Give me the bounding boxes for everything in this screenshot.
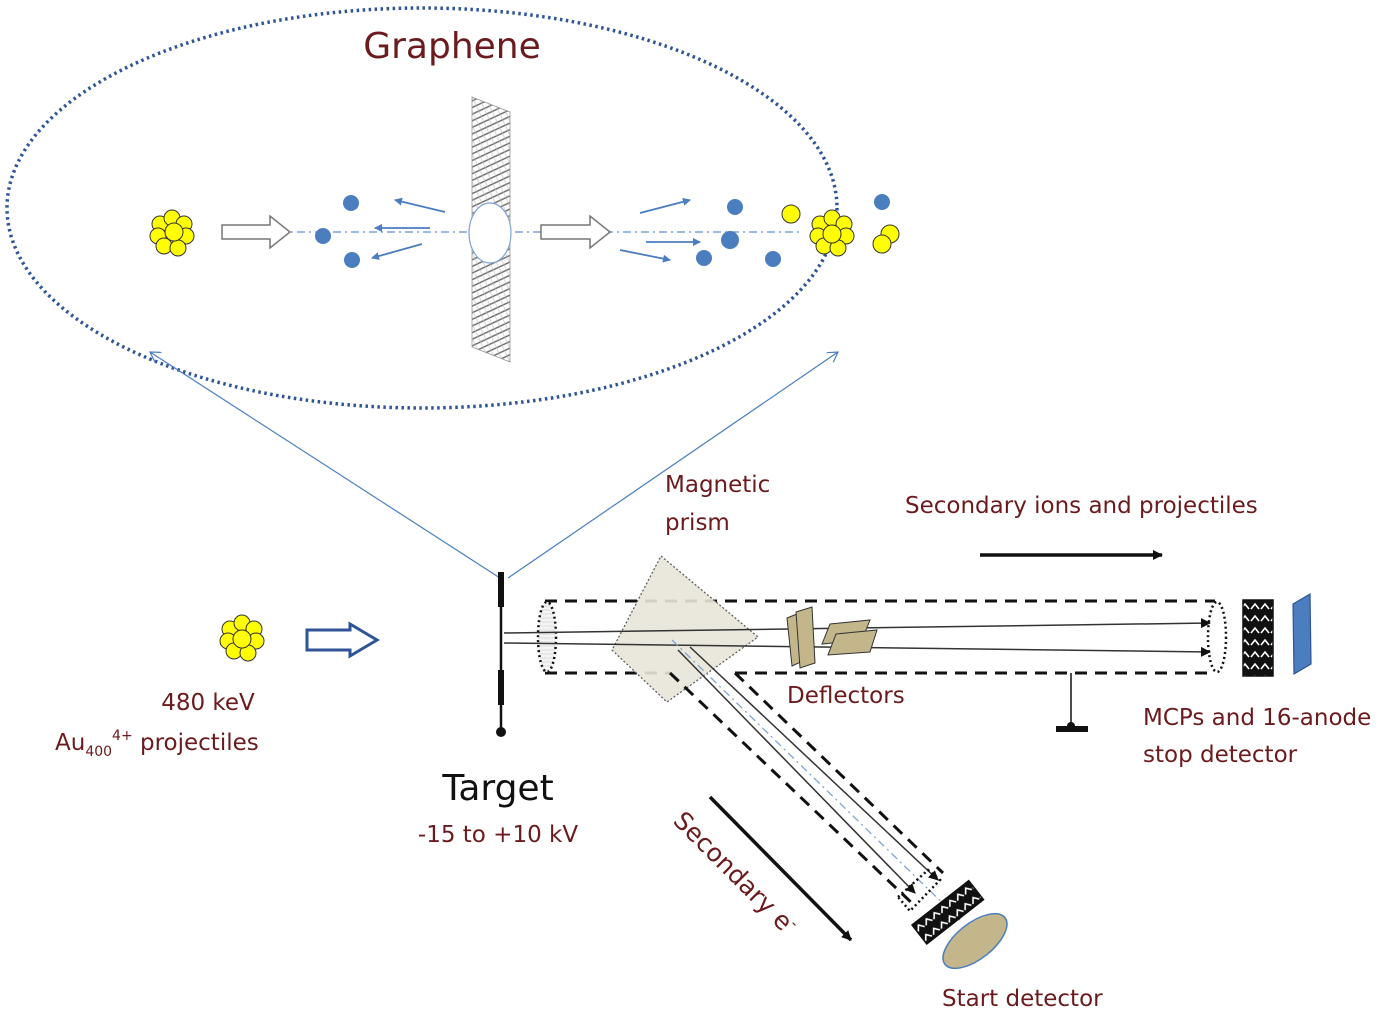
ejection-arrow — [639, 197, 691, 214]
gold-atom — [781, 204, 801, 224]
magnetic-prism-label: Magnetic — [665, 472, 770, 498]
inset-dotted-ellipse — [5, 6, 839, 410]
hollow-arrow-icon — [221, 214, 292, 250]
zoom-line-left — [150, 352, 501, 579]
graphene-inset: Graphene — [5, 6, 900, 410]
ejected-ion — [343, 195, 359, 211]
stop-detector-label: stop detector — [1143, 742, 1298, 768]
magnetic-prism-label: prism — [665, 510, 730, 536]
gold-cluster-icon — [219, 614, 265, 662]
extraction-lens — [536, 600, 558, 674]
ejected-ion — [344, 252, 360, 268]
target-terminal — [496, 727, 506, 737]
start-detector-label: Start detector — [942, 986, 1103, 1012]
start-detector-anode — [942, 912, 1008, 970]
impact-hole — [468, 202, 512, 264]
electron-axis — [671, 639, 961, 921]
electron-trajectory — [677, 649, 916, 894]
deflector-plates — [786, 606, 878, 669]
projectile-energy-label: 480 keV — [161, 690, 255, 716]
ejection-arrow — [371, 243, 423, 260]
gold-atom — [872, 234, 892, 254]
ejected-ion — [721, 231, 739, 249]
ground-symbol-icon — [1056, 722, 1088, 732]
mcp-start-detector — [910, 879, 985, 945]
zoom-line-right — [507, 352, 838, 579]
ejection-arrow — [619, 249, 671, 263]
exit-grid — [1206, 600, 1228, 674]
hollow-arrow-icon — [540, 214, 612, 250]
deflectors-label: Deflectors — [787, 683, 905, 709]
electron-trajectory — [689, 646, 939, 881]
ejected-ion — [696, 250, 712, 266]
ejected-ion — [315, 228, 331, 244]
target-label: Target — [441, 768, 553, 809]
ejected-ion — [727, 199, 743, 215]
gold-cluster-icon — [809, 209, 855, 257]
secondary-electrons-direction-arrow — [708, 795, 853, 942]
projectile-species-label: Au4004+ projectiles — [55, 728, 259, 760]
secondary-ions-label: Secondary ions and projectiles — [905, 493, 1258, 519]
stop-detector-label: MCPs and 16-anode — [1143, 705, 1371, 731]
mcp-stop-detector — [1242, 599, 1274, 677]
inset-title: Graphene — [363, 26, 541, 67]
ejected-ion — [874, 194, 890, 210]
magnetic-prism — [611, 555, 759, 703]
gold-cluster-icon — [149, 209, 195, 257]
ejection-arrow — [394, 197, 446, 213]
target-assembly — [496, 572, 506, 737]
anode-plate — [1292, 592, 1312, 676]
beam-direction-arrow — [305, 621, 380, 659]
target-voltage-label: -15 to +10 kV — [418, 822, 578, 848]
ejected-ion — [765, 251, 781, 267]
electron-exit-grid — [896, 868, 942, 913]
electron-flight-tube — [668, 639, 961, 921]
